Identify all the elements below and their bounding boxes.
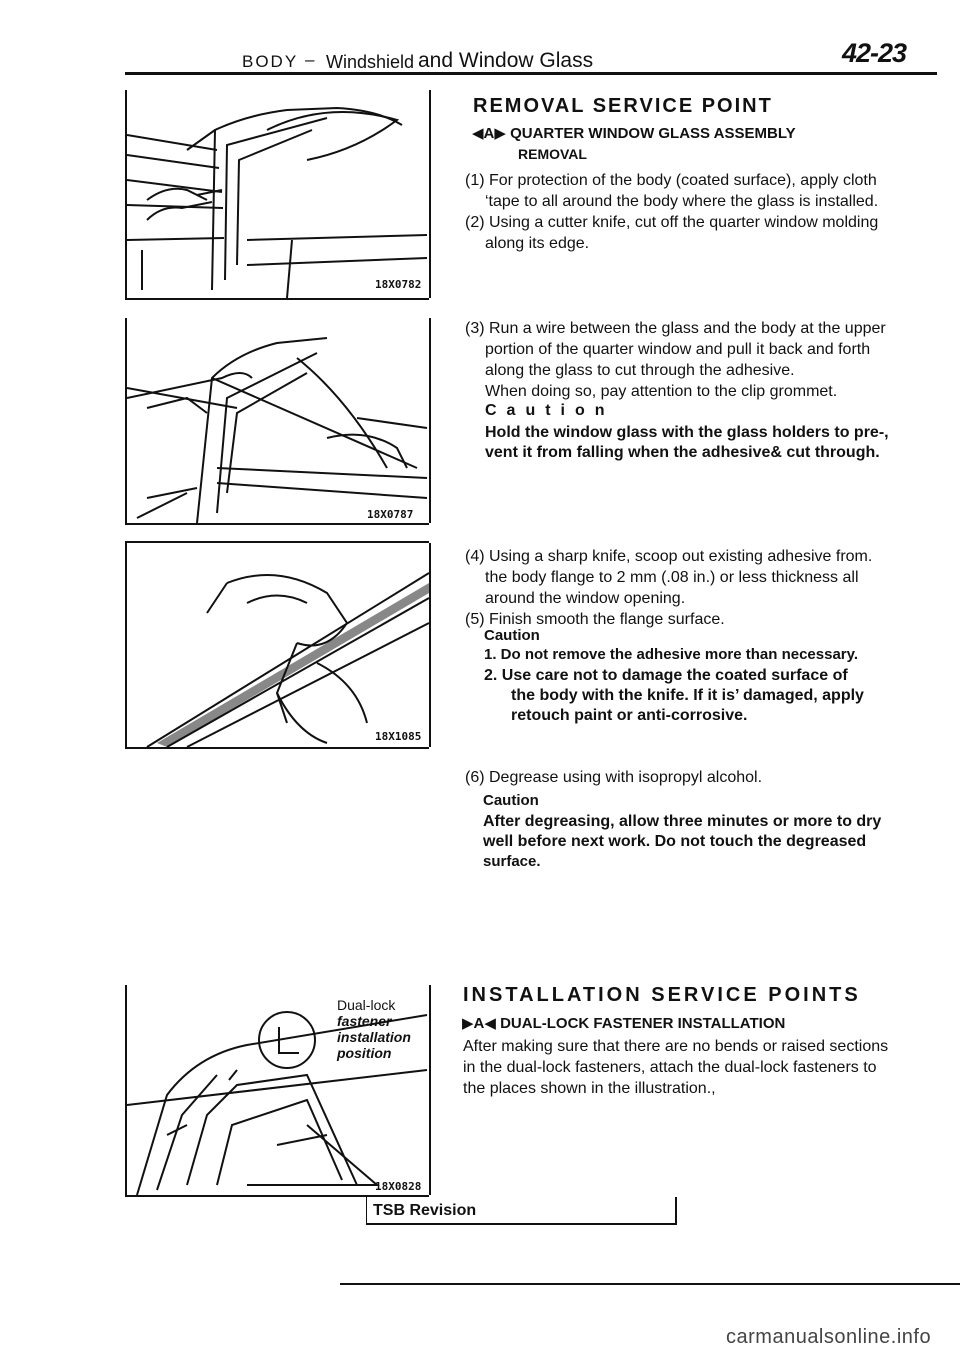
removal-heading: REMOVAL SERVICE POINT	[473, 95, 773, 117]
figure-1-illustration	[126, 106, 428, 299]
step-4: (4) Using a sharp knife, scoop out exist…	[465, 546, 945, 609]
figure-4-illustration	[126, 1011, 428, 1196]
removal-marker: ◀A▶	[472, 125, 506, 142]
step-4-cont-2: around the window opening.	[485, 590, 686, 607]
figure-3-id: 18X1085	[375, 730, 422, 743]
step-3-cont-1: portion of the quarter window and pull i…	[485, 341, 871, 358]
figure-4-label-line-2: fastener	[337, 1013, 392, 1029]
step-1-cont-1: ‘tape to all around the body where the g…	[485, 193, 879, 210]
tsb-revision-box: TSB Revision	[366, 1197, 677, 1225]
figure-divider-2b	[125, 541, 429, 543]
caution-1-label: Caution	[485, 402, 615, 419]
caution-3-label: Caution	[483, 792, 539, 809]
step-3-cont-3: When doing so, pay attention to the clip…	[485, 383, 838, 400]
figure-divider-2	[125, 523, 429, 525]
watermark-text: carmanualsonline.info	[726, 1326, 932, 1348]
figure-divider-4	[125, 1195, 429, 1197]
figure-3-illustration	[146, 572, 430, 748]
caution-3-line-3: surface.	[483, 853, 541, 870]
caution-2-item-2-line-2: the body with the knife. If it is’ damag…	[511, 687, 864, 704]
header-title-small: Windshield	[326, 52, 415, 72]
step-3-cont-2: along the glass to cut through the adhes…	[485, 362, 795, 379]
caution-2-item-2-line-1: 2. Use care not to damage the coated sur…	[484, 667, 848, 684]
figure-wire-cutting: 18X0787	[125, 318, 431, 524]
figure-4-label-line-4: position	[337, 1045, 392, 1061]
installation-heading: INSTALLATION SERVICE POINTS	[463, 984, 861, 1006]
page-header: BODY – Windshield and Window Glass 42-23	[0, 0, 960, 75]
footer-rule	[340, 1283, 960, 1285]
step-4-text: (4) Using a sharp knife, scoop out exist…	[465, 548, 873, 565]
header-rule	[125, 72, 937, 75]
figure-divider-1	[125, 298, 429, 300]
removal-subheading-text: QUARTER WINDOW GLASS ASSEMBLY	[510, 125, 796, 142]
caution-3-line-2: well before next work. Do not touch the …	[483, 833, 867, 850]
step-1: (1) For protection of the body (coated s…	[465, 170, 945, 212]
figure-2-id: 18X0787	[367, 508, 414, 521]
header-separator: –	[305, 50, 315, 69]
installation-line-2: in the dual-lock fasteners, attach the d…	[463, 1059, 877, 1076]
figure-dual-lock-position: Dual-lock fastener installation position…	[125, 985, 431, 1196]
page-number: 42-23	[842, 38, 907, 68]
figure-quarter-window-molding: 18X0782	[125, 90, 431, 299]
step-2-cont-1: along its edge.	[485, 235, 590, 252]
installation-subheading: ▶A◀ DUAL-LOCK FASTENER INSTALLATION	[462, 1014, 785, 1032]
figure-1-id: 18X0782	[375, 278, 422, 291]
caution-3-text: After degreasing, allow three minutes or…	[483, 812, 948, 872]
tsb-revision-label: TSB Revision	[373, 1202, 477, 1219]
installation-subheading-text: DUAL-LOCK FASTENER INSTALLATION	[500, 1015, 786, 1032]
caution-2-item-2-line-3: retouch paint or anti-corrosive.	[511, 707, 748, 724]
step-4-cont-1: the body flange to 2 mm (.08 in.) or les…	[485, 569, 859, 586]
caution-2-item-1: 1. Do not remove the adhesive more than …	[484, 646, 859, 663]
figure-4-label: Dual-lock fastener installation position	[337, 997, 411, 1061]
figure-4-label-line-3: installation	[337, 1029, 411, 1045]
removal-subheading-2: REMOVAL	[518, 146, 587, 162]
step-2: (2) Using a cutter knife, cut off the qu…	[465, 212, 945, 254]
step-6-text: (6) Degrease using with isopropyl alcoho…	[465, 769, 763, 786]
header-section: BODY	[242, 52, 299, 71]
step-3-text: (3) Run a wire between the glass and the…	[465, 320, 886, 337]
figure-2-illustration	[126, 337, 428, 524]
figure-scoop-adhesive: 18X1085	[125, 543, 431, 748]
removal-subheading: ◀A▶ QUARTER WINDOW GLASS ASSEMBLY	[472, 124, 796, 142]
caution-2-label: Caution	[484, 627, 540, 644]
caution-1-line-2: vent it from falling when the adhesive& …	[485, 444, 880, 461]
installation-marker: ▶A◀	[462, 1015, 496, 1032]
header-title-big: and Window Glass	[418, 49, 594, 72]
figure-divider-3	[125, 747, 429, 749]
figure-4-label-line-1: Dual-lock	[337, 997, 396, 1013]
figure-4-id: 18X0828	[375, 1180, 422, 1193]
step-3: (3) Run a wire between the glass and the…	[465, 318, 945, 402]
caution-1-line-1: Hold the window glass with the glass hol…	[485, 424, 889, 441]
caution-2-item-2: 2. Use care not to damage the coated sur…	[484, 666, 949, 726]
installation-line-1: After making sure that there are no bend…	[463, 1038, 889, 1055]
step-5: (5) Finish smooth the flange surface.	[465, 609, 945, 630]
caution-3-line-1: After degreasing, allow three minutes or…	[483, 813, 882, 830]
step-2-text: (2) Using a cutter knife, cut off the qu…	[465, 214, 879, 231]
caution-1-text: Hold the window glass with the glass hol…	[485, 423, 950, 463]
step-6: (6) Degrease using with isopropyl alcoho…	[465, 767, 945, 788]
installation-text: After making sure that there are no bend…	[463, 1036, 943, 1099]
step-5-text: (5) Finish smooth the flange surface.	[465, 611, 725, 628]
step-1-text: (1) For protection of the body (coated s…	[465, 172, 877, 189]
installation-line-3: the places shown in the illustration.,	[463, 1080, 716, 1097]
